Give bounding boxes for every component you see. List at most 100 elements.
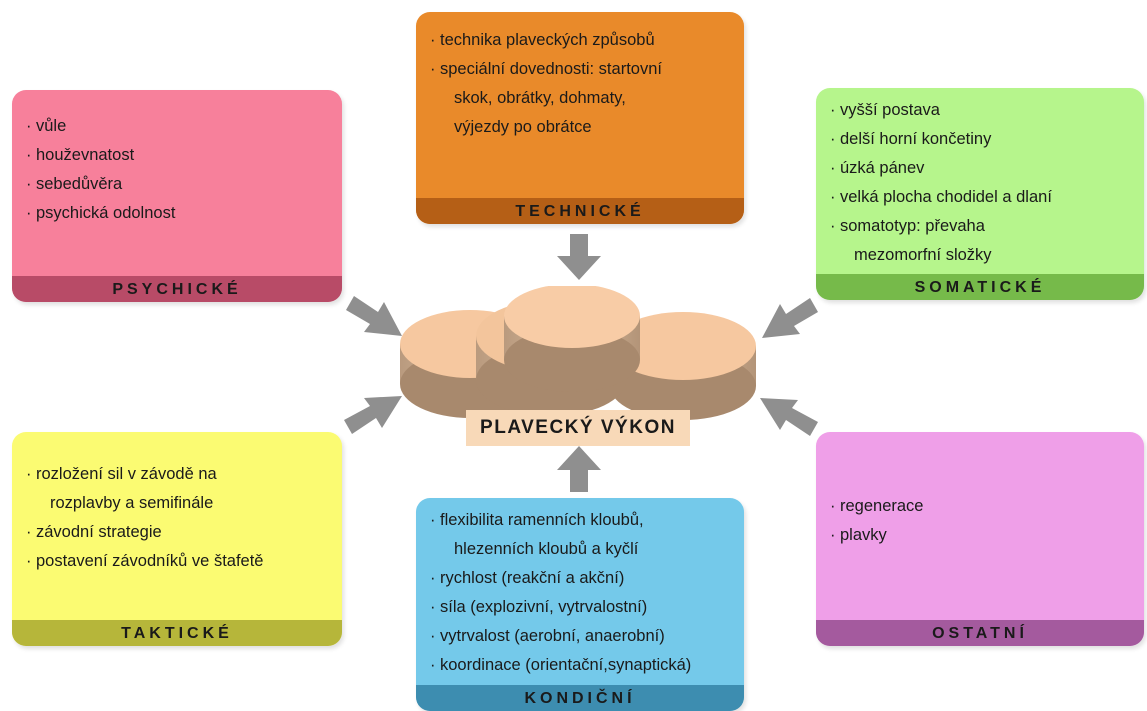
list-item-text: mezomorfní složky bbox=[854, 246, 992, 264]
list-item-text: delší horní končetiny bbox=[840, 130, 992, 148]
list-item: ·velká plocha chodidel a dlaní bbox=[830, 183, 1132, 212]
box-kondicni-list: ·flexibilita ramenních kloubů,hlezenních… bbox=[416, 498, 744, 680]
box-somaticke-list: ·vyšší postava·delší horní končetiny·úzk… bbox=[816, 88, 1144, 270]
box-technicke-list: ·technika plaveckých způsobů·speciální d… bbox=[416, 12, 744, 142]
list-item-text: výjezdy po obrátce bbox=[454, 118, 592, 136]
list-item: ·technika plaveckých způsobů bbox=[430, 26, 732, 55]
list-item: hlezenních kloubů a kyčlí bbox=[430, 535, 732, 564]
list-item: ·síla (explozivní, vytrvalostní) bbox=[430, 593, 732, 622]
bullet-icon: · bbox=[830, 130, 836, 148]
bullet-icon: · bbox=[26, 117, 32, 135]
list-item-text: závodní strategie bbox=[36, 523, 162, 541]
bullet-icon: · bbox=[26, 146, 32, 164]
box-technicke: ·technika plaveckých způsobů·speciální d… bbox=[416, 12, 744, 224]
bullet-icon: · bbox=[830, 497, 836, 515]
bullet-icon: · bbox=[430, 60, 436, 78]
bullet-icon: · bbox=[430, 598, 436, 616]
box-somaticke-label: SOMATICKÉ bbox=[816, 274, 1144, 300]
bullet-icon: · bbox=[830, 217, 836, 235]
list-item: ·houževnatost bbox=[26, 141, 330, 170]
list-item: ·vůle bbox=[26, 112, 330, 141]
list-item: ·koordinace (orientační,synaptická) bbox=[430, 651, 732, 680]
bullet-icon: · bbox=[830, 188, 836, 206]
center-discs-graphic bbox=[400, 286, 756, 420]
list-item: ·úzká pánev bbox=[830, 154, 1132, 183]
box-somaticke: ·vyšší postava·delší horní končetiny·úzk… bbox=[816, 88, 1144, 300]
list-item: ·delší horní končetiny bbox=[830, 125, 1132, 154]
bullet-icon: · bbox=[830, 101, 836, 119]
bullet-icon: · bbox=[430, 31, 436, 49]
box-ostatni: ·regenerace·plavky OSTATNÍ bbox=[816, 432, 1144, 646]
list-item-text: somatotyp: převaha bbox=[840, 217, 985, 235]
bullet-icon: · bbox=[430, 511, 436, 529]
list-item: rozplavby a semifinále bbox=[26, 489, 330, 518]
list-item-text: postavení závodníků ve štafetě bbox=[36, 552, 264, 570]
arrow-up-icon bbox=[557, 446, 601, 492]
list-item-text: síla (explozivní, vytrvalostní) bbox=[440, 598, 648, 616]
list-item-text: psychická odolnost bbox=[36, 204, 176, 222]
box-technicke-label: TECHNICKÉ bbox=[416, 198, 744, 224]
list-item: ·rozložení sil v závodě na bbox=[26, 460, 330, 489]
bullet-icon: · bbox=[26, 204, 32, 222]
bullet-icon: · bbox=[26, 552, 32, 570]
list-item: ·plavky bbox=[830, 521, 1132, 550]
arrow-down-icon bbox=[557, 234, 601, 280]
center-label: PLAVECKÝ VÝKON bbox=[466, 410, 690, 446]
list-item-text: rozplavby a semifinále bbox=[50, 494, 214, 512]
bullet-icon: · bbox=[430, 569, 436, 587]
list-item-text: vůle bbox=[36, 117, 67, 135]
list-item-text: skok, obrátky, dohmaty, bbox=[454, 89, 626, 107]
box-takticke-label: TAKTICKÉ bbox=[12, 620, 342, 646]
list-item: ·závodní strategie bbox=[26, 518, 330, 547]
list-item: ·sebedůvěra bbox=[26, 170, 330, 199]
bullet-icon: · bbox=[830, 526, 836, 544]
bullet-icon: · bbox=[430, 627, 436, 645]
arrow-down-left-icon bbox=[762, 298, 818, 338]
arrow-up-left-icon bbox=[760, 398, 818, 436]
list-item: ·regenerace bbox=[830, 492, 1132, 521]
list-item: mezomorfní složky bbox=[830, 241, 1132, 270]
list-item-text: houževnatost bbox=[36, 146, 135, 164]
list-item: ·speciální dovednosti: startovní bbox=[430, 55, 732, 84]
list-item-text: koordinace (orientační,synaptická) bbox=[440, 656, 692, 674]
list-item-text: speciální dovednosti: startovní bbox=[440, 60, 662, 78]
box-psychicke-label: PSYCHICKÉ bbox=[12, 276, 342, 302]
list-item: ·rychlost (reakční a akční) bbox=[430, 564, 732, 593]
list-item: ·vytrvalost (aerobní, anaerobní) bbox=[430, 622, 732, 651]
arrow-up-right-icon bbox=[344, 396, 402, 434]
box-kondicni-label: KONDIČNÍ bbox=[416, 685, 744, 711]
box-ostatni-list: ·regenerace·plavky bbox=[816, 432, 1144, 550]
list-item: ·vyšší postava bbox=[830, 96, 1132, 125]
list-item-text: hlezenních kloubů a kyčlí bbox=[454, 540, 639, 558]
bullet-icon: · bbox=[830, 159, 836, 177]
list-item-text: vytrvalost (aerobní, anaerobní) bbox=[440, 627, 665, 645]
box-psychicke: ·vůle·houževnatost·sebedůvěra·psychická … bbox=[12, 90, 342, 302]
list-item-text: velká plocha chodidel a dlaní bbox=[840, 188, 1052, 206]
list-item-text: rychlost (reakční a akční) bbox=[440, 569, 625, 587]
box-psychicke-list: ·vůle·houževnatost·sebedůvěra·psychická … bbox=[12, 90, 342, 228]
disc-top bbox=[504, 286, 640, 392]
box-ostatni-label: OSTATNÍ bbox=[816, 620, 1144, 646]
list-item-text: vyšší postava bbox=[840, 101, 940, 119]
list-item-text: technika plaveckých způsobů bbox=[440, 31, 655, 49]
list-item: skok, obrátky, dohmaty, bbox=[430, 84, 732, 113]
bullet-icon: · bbox=[26, 523, 32, 541]
list-item-text: flexibilita ramenních kloubů, bbox=[440, 511, 644, 529]
list-item-text: rozložení sil v závodě na bbox=[36, 465, 217, 483]
list-item-text: úzká pánev bbox=[840, 159, 925, 177]
bullet-icon: · bbox=[430, 656, 436, 674]
list-item-text: sebedůvěra bbox=[36, 175, 123, 193]
list-item-text: regenerace bbox=[840, 497, 924, 515]
list-item-text: plavky bbox=[840, 526, 887, 544]
list-item: výjezdy po obrátce bbox=[430, 113, 732, 142]
list-item: ·flexibilita ramenních kloubů, bbox=[430, 506, 732, 535]
bullet-icon: · bbox=[26, 465, 32, 483]
arrow-down-right-icon bbox=[346, 296, 402, 336]
list-item: ·postavení závodníků ve štafetě bbox=[26, 547, 330, 576]
list-item: ·somatotyp: převaha bbox=[830, 212, 1132, 241]
bullet-icon: · bbox=[26, 175, 32, 193]
list-item: ·psychická odolnost bbox=[26, 199, 330, 228]
disc-right bbox=[610, 312, 756, 420]
